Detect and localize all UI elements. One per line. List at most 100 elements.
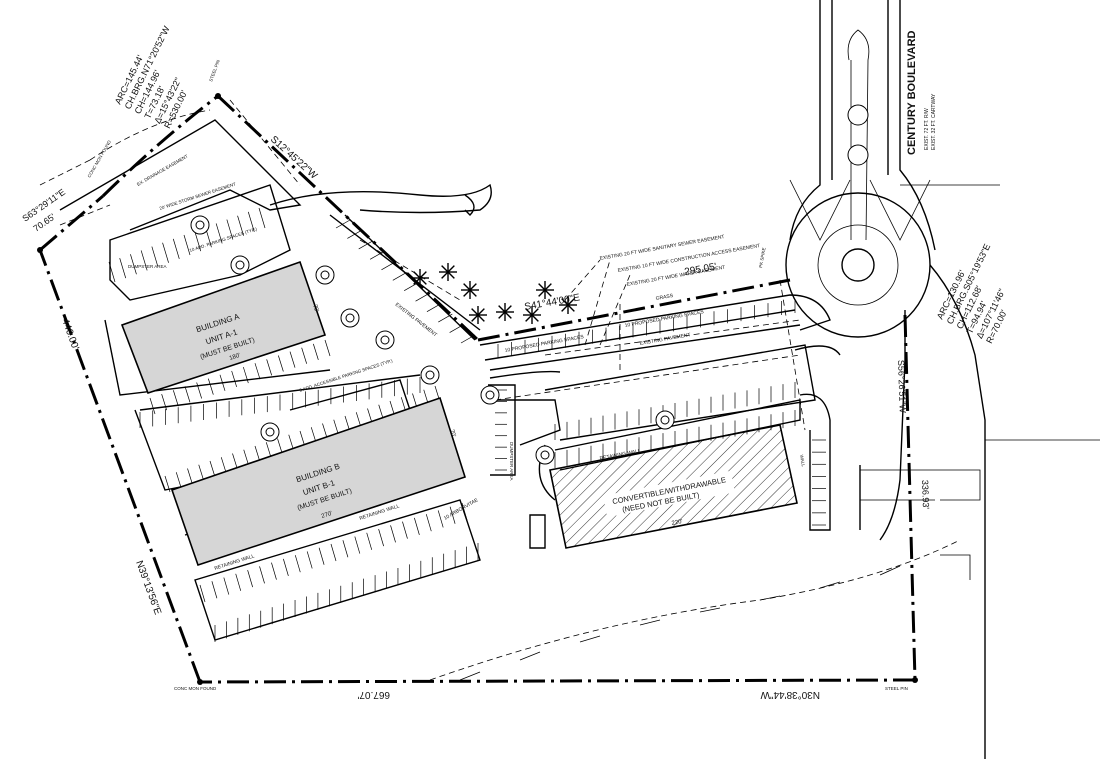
evergreen-tree-icon: [538, 283, 546, 291]
building-b: BUILDING B UNIT B-1 (MUST BE BUILT) 270'…: [170, 396, 467, 567]
tree-trunk-icon: [235, 260, 245, 270]
parking-stall-line: [271, 562, 277, 580]
parking-stall-line: [247, 569, 253, 588]
parking-stall-line: [254, 363, 261, 380]
note-labels: EXISTING PAVEMENT EXISTING PAVEMENT 10 P…: [87, 59, 908, 691]
parking-stall-line: [277, 355, 284, 372]
parking-stall-line: [449, 324, 464, 333]
evergreen-tree-icon: [471, 314, 479, 322]
building-c-dim: 220': [671, 519, 683, 527]
parking-stall-line: [175, 472, 182, 489]
label-pk-spike: PK SPIKE: [758, 247, 766, 268]
parking-stall-line: [211, 581, 218, 599]
parking-stall-line: [460, 334, 476, 344]
label-steel-pin-bottom: STEEL PIN: [885, 686, 908, 691]
label-steel-pin-top: STEEL PIN: [208, 59, 221, 82]
parking-stall-line: [392, 271, 407, 281]
evergreen-tree-icon: [463, 283, 471, 291]
evergreen-tree-icon: [544, 289, 552, 297]
evergreen-tree-icon: [525, 308, 533, 316]
building-a-dim-short: 70': [311, 304, 319, 313]
evergreen-tree-icon: [413, 277, 421, 285]
curve-data-ne: ARC=130.96'CH.BRG.S05°19'53"ECH=112.68'T…: [935, 242, 1009, 345]
parking-stall-line: [258, 207, 266, 229]
label-accessible-b: 8 ADD. ACCESSIBLE PARKING SPACES (TYP.): [299, 358, 394, 393]
parking-stall-line: [335, 219, 351, 229]
label-conc-mon-bottom: CONC MON FOUND: [174, 686, 217, 691]
evergreen-tree-icon: [413, 271, 421, 279]
parking-stall-line: [347, 230, 362, 239]
parking-stall-line: [425, 514, 432, 532]
tree-trunk-icon: [265, 427, 275, 437]
parking-stall-line: [183, 234, 191, 256]
parking-stall-line: [266, 359, 273, 376]
parking-stall-line: [259, 566, 265, 584]
evergreen-tree-icon: [419, 271, 427, 279]
tree-trunk-icon: [540, 450, 550, 460]
label-existing-pavement: EXISTING PAVEMENT: [394, 302, 438, 338]
evergreen-tree-icon: [538, 289, 546, 297]
parking-stall-line: [414, 517, 420, 536]
evergreen-tree-icon: [447, 265, 455, 273]
distance-south: 667.07': [357, 689, 390, 700]
parking-stall-line: [172, 390, 179, 407]
evergreen-tree-icon: [463, 289, 471, 297]
parking-stall-line: [354, 536, 361, 554]
evergreen-tree-icon: [567, 298, 575, 306]
building-b-dim-long: 270': [321, 511, 333, 520]
bearing-east: S56°26'51"W: [896, 360, 908, 414]
parking-stall-line: [437, 510, 444, 528]
parking-stall-line: [358, 240, 373, 250]
property-boundary: [37, 93, 918, 685]
parking-lots: [59, 119, 861, 641]
parking-stall-line: [415, 292, 430, 302]
evergreen-tree-icon: [561, 298, 569, 306]
century-boulevard: CENTURY BOULEVARD EXIST. 72 FT. R/W EXIS…: [785, 0, 1100, 759]
parking-stall-line: [294, 555, 301, 573]
label-arborvitae: 10 ARBORVITAE: [443, 497, 480, 522]
parking-stall-line: [226, 219, 234, 240]
tree-trunk-icon: [485, 390, 495, 400]
label-storm: 20' WIDE STORM SEWER EASEMENT: [159, 181, 237, 211]
parking-stall-line: [324, 339, 331, 357]
parking-stall-line: [369, 251, 385, 260]
evergreen-tree-icon: [471, 308, 479, 316]
parking-stall-line: [215, 223, 223, 244]
evergreen-tree-icon: [504, 311, 512, 319]
tree-trunk-icon: [380, 335, 390, 345]
label-grass: GRASS: [655, 293, 674, 302]
bearing-south: N30°38'44"W: [760, 689, 820, 700]
parking-stall-line: [149, 397, 156, 415]
parking-stall-line: [312, 343, 319, 360]
parking-stall-line: [184, 386, 191, 403]
bearing-north: S12°45'22"W: [268, 134, 320, 182]
parking-stall-line: [162, 242, 169, 263]
parking-stall-line: [199, 584, 206, 603]
evergreen-tree-icon: [447, 271, 455, 279]
parking-stall-line: [235, 573, 242, 591]
tree-trunk-icon: [320, 270, 330, 280]
parking-stall-line: [119, 258, 127, 279]
parking-stall-line: [426, 303, 442, 312]
parking-stall-line: [209, 460, 216, 478]
evergreen-tree-icon: [477, 308, 485, 316]
parking-stalls: [108, 207, 826, 642]
parking-stall-line: [220, 457, 227, 474]
parking-stall-line: [194, 231, 202, 252]
tree-trunk-icon: [345, 313, 355, 323]
parking-stall-line: [381, 261, 396, 271]
parking-stall-line: [187, 468, 193, 485]
evergreen-tree-icon: [441, 271, 449, 279]
parking-stall-line: [151, 246, 159, 267]
evergreen-tree-icon: [525, 314, 533, 322]
trees: [190, 215, 675, 465]
tree-trunk-icon: [425, 370, 435, 380]
evergreen-tree-icon: [419, 277, 427, 285]
label-dumpster: DUMPSTER AREA: [128, 264, 167, 269]
tree-trunk-icon: [660, 415, 670, 425]
evergreen-tree-icon: [504, 305, 512, 313]
road-row: EXIST. 72 FT. R/W: [924, 108, 930, 150]
parking-stall-line: [366, 532, 373, 550]
parking-stall-line: [130, 254, 137, 275]
